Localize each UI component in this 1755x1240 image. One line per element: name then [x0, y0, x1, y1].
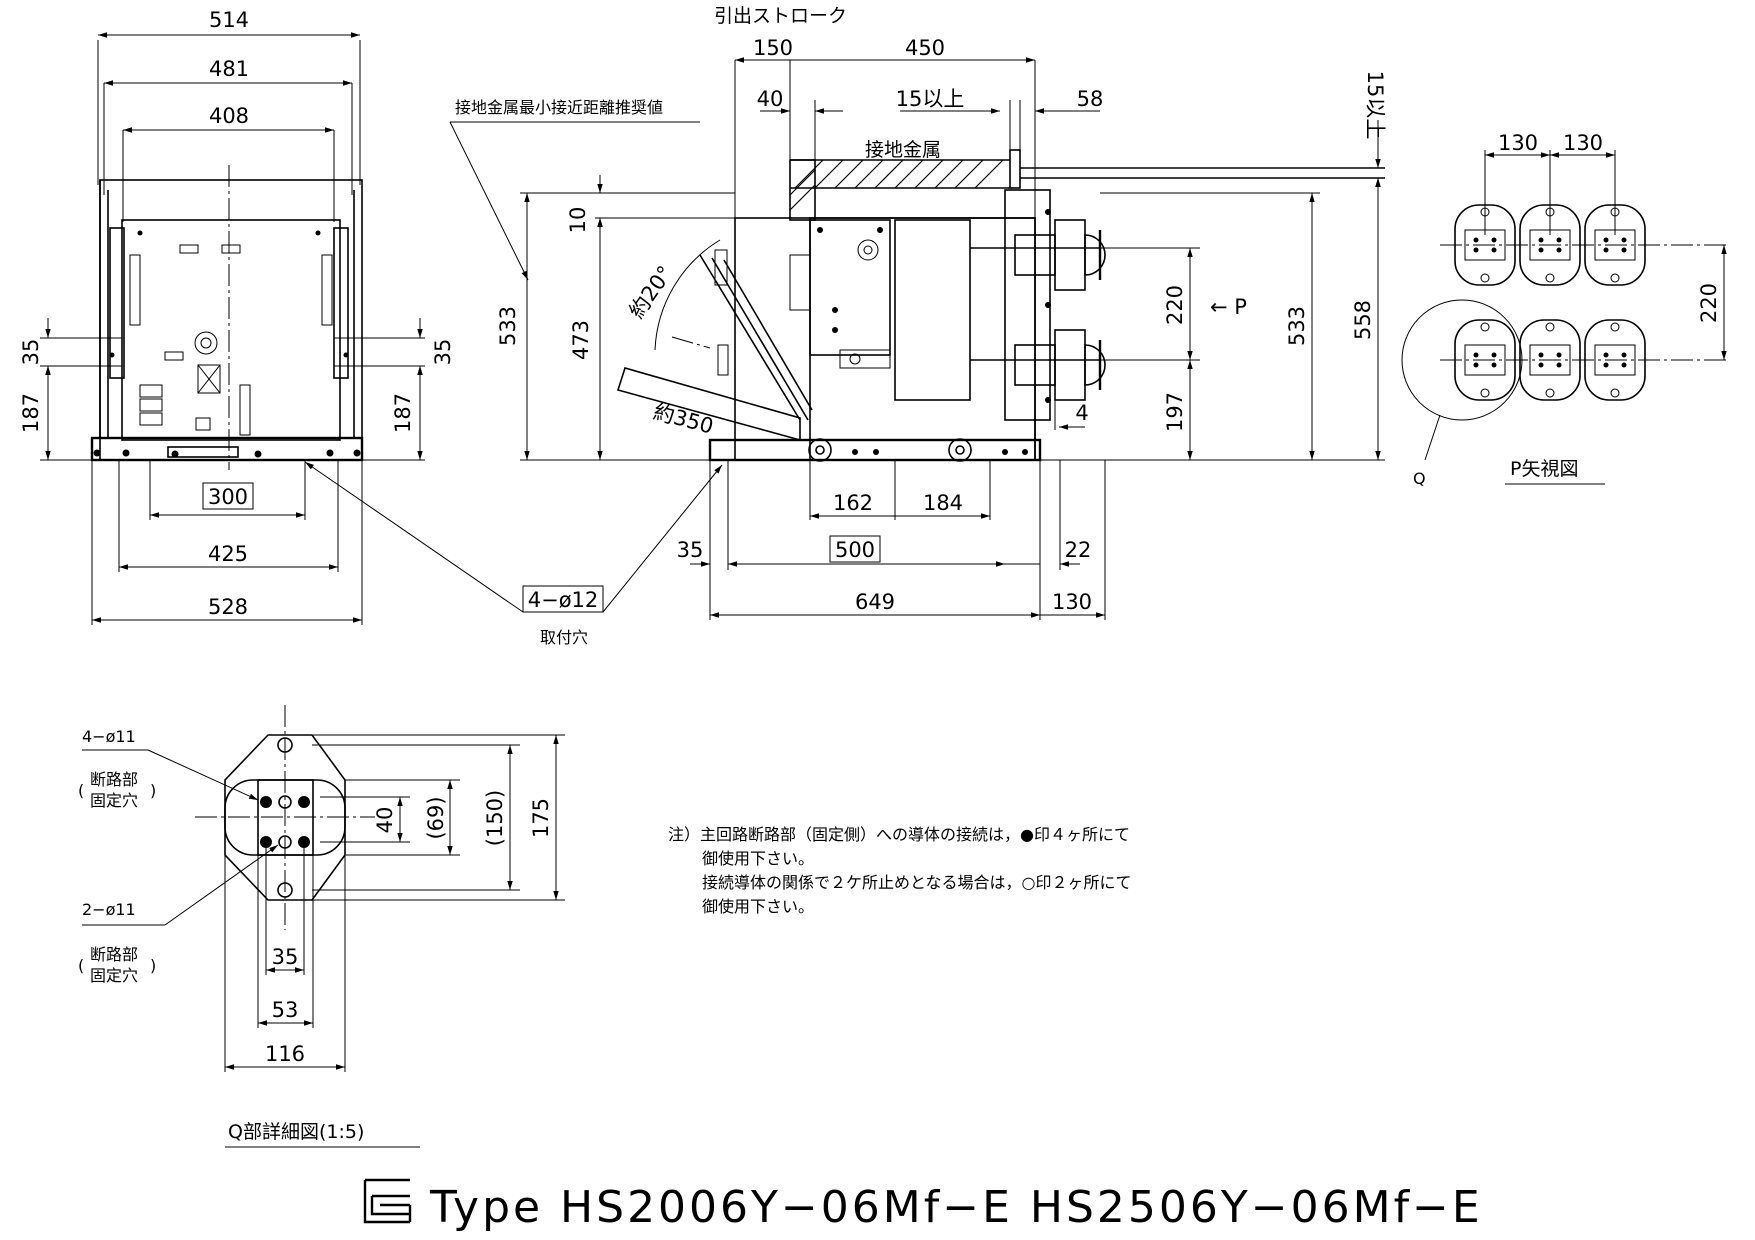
front-view: 514 481 408 35 35 187 187 300 — [19, 8, 455, 625]
hole-4-desc-1: 断路部 — [90, 770, 138, 789]
dim-53-q: 53 — [272, 998, 299, 1022]
stroke-label: 引出ストローク — [714, 5, 847, 27]
dim-300: 300 — [208, 485, 248, 509]
dim-473: 473 — [569, 320, 593, 360]
radius-label: 約350 — [651, 400, 716, 439]
dim-69-q: (69) — [424, 796, 448, 839]
dim-533-left: 533 — [496, 306, 520, 346]
dim-15-vertical: 15以上 — [1363, 71, 1387, 140]
dim-528: 528 — [208, 595, 248, 619]
angle-label: 約20° — [624, 261, 677, 322]
dim-15-min: 15以上 — [896, 87, 965, 111]
hole-4-desc-2: 固定穴 — [90, 791, 138, 810]
q-label: Q — [1413, 469, 1426, 488]
hole-2-desc-1: 断路部 — [90, 945, 138, 964]
dim-130-p-b: 130 — [1563, 131, 1603, 155]
mount-hole-box: 4−ø12 — [528, 588, 599, 612]
note-line-2: 御使用下さい。 — [702, 849, 814, 868]
clearance-label: 接地金属最小接近距離推奨値 — [455, 98, 663, 117]
dim-481: 481 — [209, 57, 249, 81]
dim-187-right: 187 — [391, 393, 415, 433]
side-view: 引出ストローク 150 450 40 15以上 58 接地金属 接地金属最小接近… — [304, 5, 1387, 647]
p-view: 130 130 — [1401, 131, 1730, 488]
p-view-caption: P矢視図 — [1510, 458, 1578, 480]
dim-130-p-a: 130 — [1498, 131, 1538, 155]
q-detail-caption: Q部詳細図(1:5) — [228, 1121, 364, 1143]
paren-open-1: ( — [78, 781, 84, 800]
dim-175-q: 175 — [529, 798, 553, 838]
p-view-arrow: ← P — [1210, 295, 1247, 319]
mount-hole-label: 取付穴 — [540, 628, 588, 647]
model-title: Type HS2006Y−06Mf−E HS2506Y−06Mf−E — [429, 1182, 1483, 1233]
paren-close-1: ) — [150, 781, 156, 800]
dim-162: 162 — [833, 491, 873, 515]
hole-2-label: 2−ø11 — [82, 900, 136, 919]
dim-40-q: 40 — [373, 807, 397, 834]
dim-425: 425 — [208, 542, 248, 566]
hole-4-label: 4−ø11 — [82, 727, 136, 746]
company-logo-icon — [363, 1178, 412, 1224]
dim-220-side: 220 — [1163, 285, 1187, 325]
title-block: Type HS2006Y−06Mf−E HS2506Y−06Mf−E — [363, 1178, 1483, 1233]
dim-35-left: 35 — [19, 339, 43, 366]
dim-408: 408 — [209, 104, 249, 128]
note-line-3: 接続導体の関係で２ケ所止めとなる場合は，○印２ヶ所にて — [702, 873, 1131, 892]
dim-558: 558 — [1351, 300, 1375, 340]
dim-514: 514 — [209, 8, 249, 32]
dim-533-right: 533 — [1285, 306, 1309, 346]
dim-150: 150 — [753, 36, 793, 60]
dim-35-right: 35 — [431, 339, 455, 366]
dim-35-q: 35 — [272, 945, 299, 969]
dim-116-q: 116 — [265, 1042, 305, 1066]
dim-187-left: 187 — [19, 393, 43, 433]
dim-500: 500 — [835, 538, 875, 562]
dim-649: 649 — [855, 590, 895, 614]
dim-450: 450 — [905, 36, 945, 60]
ground-metal-label: 接地金属 — [865, 139, 941, 161]
dim-220-p: 220 — [1697, 283, 1721, 323]
dim-197: 197 — [1163, 392, 1187, 432]
dim-22: 22 — [1065, 538, 1092, 562]
paren-close-2: ) — [150, 956, 156, 975]
note-line-1: 注）主回路断路部（固定側）への導体の接続は，●印４ヶ所にて — [668, 825, 1130, 844]
dim-40-top: 40 — [757, 87, 784, 111]
note-line-4: 御使用下さい。 — [702, 897, 814, 916]
dim-150-q: (150) — [483, 790, 507, 846]
dim-35-side: 35 — [677, 538, 704, 562]
dim-130-side: 130 — [1052, 590, 1092, 614]
paren-open-2: ( — [78, 956, 84, 975]
q-detail: 4−ø11 断路部 固定穴 ( ) 2−ø11 断路部 固定穴 ( ) 40 (… — [78, 705, 565, 1148]
note-block: 注）主回路断路部（固定側）への導体の接続は，●印４ヶ所にて 御使用下さい。 接続… — [668, 825, 1131, 916]
dim-58: 58 — [1077, 87, 1104, 111]
hole-2-desc-2: 固定穴 — [90, 966, 138, 985]
dim-184: 184 — [923, 491, 963, 515]
dim-10: 10 — [566, 207, 590, 234]
dim-4: 4 — [1075, 401, 1088, 425]
